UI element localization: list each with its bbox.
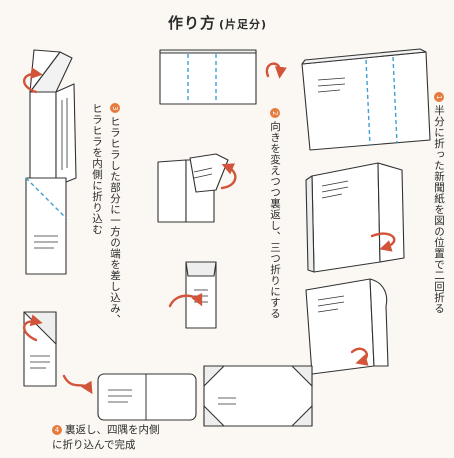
step-3-caption-col1: 3 ヒラヒラした部分に一方の端を差し込み、: [108, 103, 122, 325]
step-1-badge: 1: [434, 92, 444, 102]
curved-arrow-icon: [23, 67, 43, 94]
step-4-text-2: に折り込んで完成: [52, 439, 136, 451]
page-title: 作り方(片足分): [168, 12, 267, 33]
curved-arrow-icon: [370, 232, 396, 252]
title-main: 作り方: [168, 14, 217, 32]
curved-arrow-icon: [168, 292, 203, 308]
step-4-text-1: 裏返し、四隅を内側: [65, 424, 160, 436]
curved-arrow-icon: [350, 347, 369, 366]
step-3-figure-a: [29, 49, 77, 187]
step-3-text-1: ヒラヒラした部分に一方の端を差し込み、: [109, 116, 121, 325]
curved-arrow-icon: [23, 314, 43, 342]
step-1-figure-c: [305, 278, 389, 375]
step-1-figure-a: [301, 48, 431, 151]
curved-arrow-icon: [220, 163, 237, 190]
title-sub: (片足分): [219, 18, 268, 31]
step-1-text: 半分に折った新聞紙を図の位置で二回折る: [433, 105, 445, 314]
step-1-figure-b: [305, 162, 405, 273]
step-2-figure-b: [157, 153, 229, 223]
step-3-badge: 3: [110, 103, 120, 113]
step-4-figure-a: [97, 373, 197, 421]
step-2-badge: 2: [270, 108, 280, 118]
step-1-caption: 1 半分に折った新聞紙を図の位置で二回折る: [432, 92, 446, 314]
step-4-figure-b: [203, 365, 313, 427]
step-2-caption: 2 向きを変えつつ裏返し、三つ折りにする: [268, 108, 282, 319]
step-4-badge: 4: [52, 425, 62, 435]
curved-arrow-icon: [265, 62, 287, 79]
step-3-caption-col2: ヒラヒラを内側に折り込む: [90, 103, 104, 235]
step-2-figure-a: [159, 49, 257, 105]
step-3-figure-b: [25, 177, 67, 275]
step-3-text-2: ヒラヒラを内側に折り込む: [91, 103, 103, 235]
curved-arrow-icon: [62, 374, 93, 395]
step-2-text: 向きを変えつつ裏返し、三つ折りにする: [269, 121, 281, 319]
